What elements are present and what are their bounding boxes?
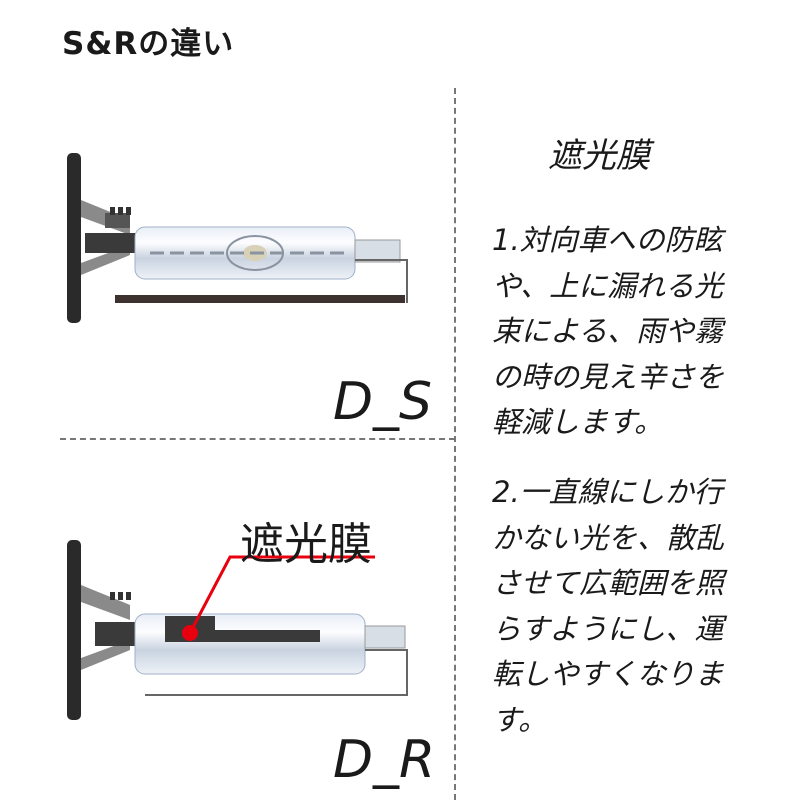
dr-label: D_R xyxy=(333,730,436,790)
text-line: 転しやすくなりま xyxy=(492,657,724,691)
point-1-text: 1.対向車への防眩 や、上に漏れる光 束による、雨や霧 の時の見え辛さを 軽減し… xyxy=(492,218,724,446)
dr-bulb-image xyxy=(67,540,408,720)
text-line: かない光を、散乱 xyxy=(492,520,725,555)
text-line: 軽減します。 xyxy=(492,405,664,439)
text-line: の時の見え辛さを xyxy=(492,359,725,394)
text-line: 1.対向車への防眩 xyxy=(492,223,723,257)
light-shield-callout-label: 遮光膜 xyxy=(240,519,372,570)
section-heading: 遮光膜 xyxy=(548,136,650,176)
text-line: 束による、雨や霧 xyxy=(492,314,724,348)
point-2-text: 2.一直線にしか行 かない光を、散乱 させて広範囲を照 らすようにし、運 転しや… xyxy=(492,470,724,743)
text-line: す。 xyxy=(492,702,548,737)
text-line: 2.一直線にしか行 xyxy=(492,475,723,509)
text-line: らすようにし、運 xyxy=(492,611,724,646)
text-line: や、上に漏れる光 xyxy=(492,268,724,303)
ds-bulb-image xyxy=(67,153,408,323)
ds-label: D_S xyxy=(333,372,433,432)
horizontal-divider xyxy=(60,438,455,440)
text-line: させて広範囲を照 xyxy=(492,566,725,600)
vertical-divider xyxy=(454,88,456,800)
page-title: S&Rの違い xyxy=(62,26,235,62)
